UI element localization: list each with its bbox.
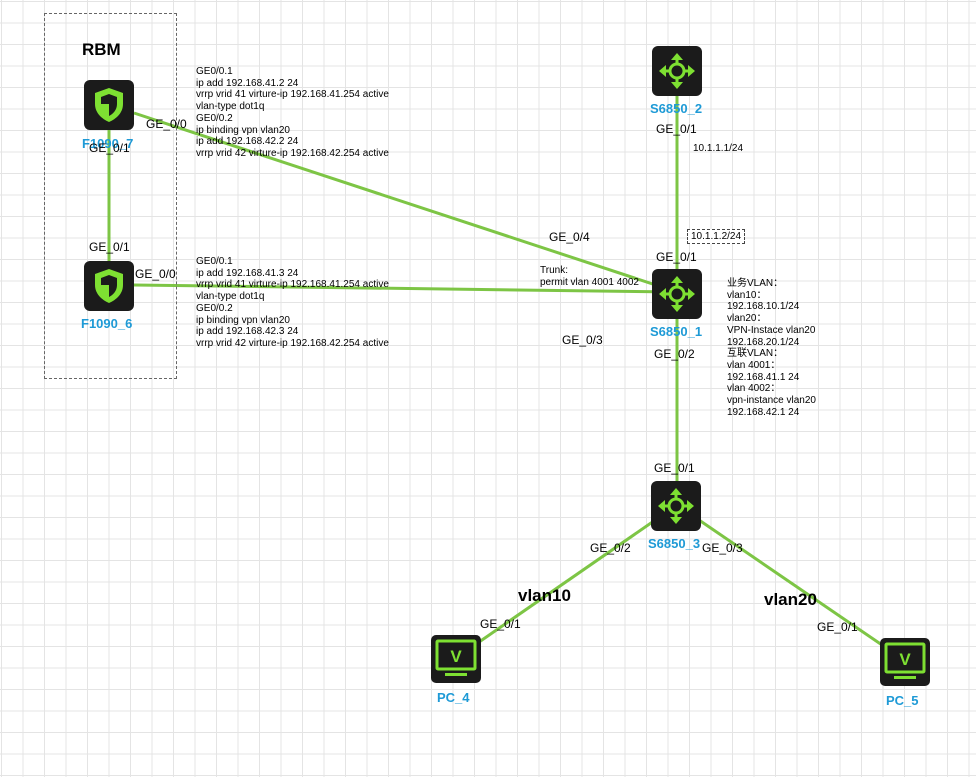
device-name-s6850-2: S6850_2 <box>650 101 703 116</box>
device-name-s6850-1: S6850_1 <box>650 324 703 339</box>
pc-glyph: V <box>899 650 911 669</box>
port-label-s1-ge01: GE_0/1 <box>656 250 697 264</box>
config-note-f1090-6: GE0/0.1 ip add 192.168.41.3 24 vrrp vrid… <box>196 256 389 349</box>
link-f6-s1 <box>133 283 678 294</box>
port-label-f6-ge00: GE_0/0 <box>135 267 176 281</box>
port-label-s3-ge01: GE_0/1 <box>654 461 695 475</box>
firewall-device-f1090-7[interactable] <box>84 80 134 130</box>
port-label-s1-ge03: GE_0/3 <box>562 333 603 347</box>
rbm-title: RBM <box>82 40 121 59</box>
router-arrows-icon <box>659 276 695 312</box>
port-label-f7-ge00: GE_0/0 <box>146 117 187 131</box>
pc-device-pc-4[interactable]: V <box>431 635 481 683</box>
switch-device-s6850-1[interactable] <box>652 269 702 319</box>
port-label-f6-ge01: GE_0/1 <box>89 240 130 254</box>
firewall-device-f1090-6[interactable] <box>84 261 134 311</box>
device-name-pc-4: PC_4 <box>437 690 470 705</box>
link-f7-s1 <box>133 111 678 294</box>
config-note-s6850-1: 业务VLAN： vlan10： 192.168.10.1/24 vlan20： … <box>727 278 816 418</box>
port-label-pc5-ge01: GE_0/1 <box>817 620 858 634</box>
pc-device-pc-5[interactable]: V <box>880 638 930 686</box>
pc-glyph: V <box>450 647 462 666</box>
device-name-f1090-7: F1090_7 <box>82 136 134 151</box>
rbm-group-box <box>44 13 177 379</box>
port-label-pc4-ge01: GE_0/1 <box>480 617 521 631</box>
monitor-icon: V <box>431 635 481 683</box>
device-name-s6850-3: S6850_3 <box>648 536 701 551</box>
port-label-f7-ge01: GE_0/1 <box>89 141 130 155</box>
link-s3-pc4 <box>455 503 678 660</box>
ip-label-s1: 10.1.1.2/24 <box>687 229 746 244</box>
router-arrows-icon <box>658 488 694 524</box>
router-arrows-icon <box>659 53 695 89</box>
port-label-s1-ge02: GE_0/2 <box>654 347 695 361</box>
link-s3-pc5 <box>676 503 905 662</box>
ip-label-s2: 10.1.1.1/24 <box>693 143 744 154</box>
switch-device-s6850-2[interactable] <box>652 46 702 96</box>
switch-device-s6850-3[interactable] <box>651 481 701 531</box>
shield-icon <box>95 269 123 303</box>
vlan-label-vlan20: vlan20 <box>764 590 817 609</box>
config-note-f1090-7: GE0/0.1 ip add 192.168.41.2 24 vrrp vrid… <box>196 66 389 159</box>
shield-icon <box>95 88 123 122</box>
vlan-label-vlan10: vlan10 <box>518 586 571 605</box>
port-label-s2-ge01: GE_0/1 <box>656 122 697 136</box>
monitor-icon: V <box>880 638 930 686</box>
port-label-s3-ge03: GE_0/3 <box>702 541 743 555</box>
trunk-note: Trunk: permit vlan 4001 4002 <box>540 265 639 288</box>
device-name-f1090-6: F1090_6 <box>81 316 133 331</box>
port-label-s3-ge02: GE_0/2 <box>590 541 631 555</box>
device-name-pc-5: PC_5 <box>886 693 919 708</box>
port-label-s1-ge04: GE_0/4 <box>549 230 590 244</box>
